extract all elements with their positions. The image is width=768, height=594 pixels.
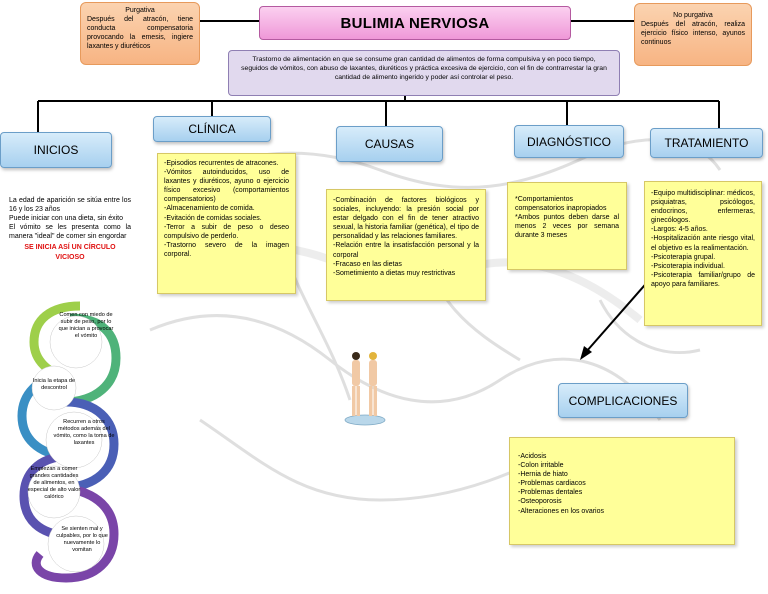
cycle-step-3: Recurren a otros métodos además del vómi… — [53, 419, 115, 446]
cycle-step-4: Empiezan a comer grandes cantidades de a… — [27, 466, 81, 500]
cycle-arc-4 — [63, 397, 119, 493]
cycle-arc-6 — [31, 483, 119, 583]
clinica-header: CLÍNICA — [153, 116, 271, 142]
inicios-header-label: INICIOS — [33, 143, 79, 157]
figures-illustration — [344, 352, 386, 426]
purgativa-text: Después del atracón, tiene conducta comp… — [87, 16, 193, 51]
tratamiento-box: -Equipo multidisciplinar: médicos, psiqu… — [644, 181, 762, 326]
causas-header-label: CAUSAS — [364, 137, 415, 151]
inicios-line-2: Puede iniciar con una dieta, sin éxito — [9, 215, 124, 223]
complicaciones-item: -Osteoporosis — [518, 498, 562, 506]
main-title-box: BULIMIA NERVIOSA — [259, 6, 571, 40]
no-purgativa-box: No purgativa Después del atracón, realiz… — [634, 3, 752, 66]
tratamiento-item: -Largos: 4-5 años. — [651, 226, 708, 234]
causas-item: -Combinación de factores biológicos y so… — [333, 197, 479, 241]
complicaciones-item: -Acidosis — [518, 453, 547, 460]
diagnostico-box: *Comportamientos compensatorios inapropi… — [507, 182, 627, 270]
tratamiento-item: -Psicoterapia grupal. — [651, 253, 716, 261]
arrow-head — [580, 346, 592, 360]
diagnostico-item: *Ambos puntos deben darse al menos 2 vec… — [515, 214, 619, 240]
purgativa-box: Purgativa Después del atracón, tiene con… — [80, 2, 200, 65]
diagnostico-item: *Comportamientos compensatorios inapropi… — [515, 196, 607, 213]
clinica-header-label: CLÍNICA — [188, 122, 236, 136]
complicaciones-item: -Problemas cardiacos — [518, 480, 586, 488]
complicaciones-item: -Hernia de hiato — [518, 471, 568, 479]
clinica-item: -Evitación de comidas sociales. — [164, 214, 262, 222]
cycle-step-1: Comen con miedo de subir de peso, por lo… — [58, 312, 114, 339]
causas-item: -Sometimiento a dietas muy restrictivas — [333, 269, 456, 277]
causas-box: -Combinación de factores biológicos y so… — [326, 189, 486, 301]
diagnostico-header-label: DIAGNÓSTICO — [526, 134, 611, 149]
cycle-arc-2 — [63, 313, 121, 407]
no-purgativa-title: No purgativa — [673, 12, 713, 19]
page-title: BULIMIA NERVIOSA — [340, 14, 490, 32]
complicaciones-header: COMPLICACIONES — [558, 383, 688, 418]
cycle-diagram — [17, 301, 121, 583]
clinica-item: -Terror a subir de peso o deseo compulsi… — [164, 223, 289, 240]
complicaciones-item: -Colon irritable — [518, 462, 564, 470]
tratamiento-header-label: TRATAMIENTO — [664, 136, 749, 150]
cycle-arc-5 — [19, 451, 69, 541]
tratamiento-item: -Hospitalización ante riesgo vital, el o… — [651, 235, 755, 252]
inicios-content: La edad de aparición se sitúa entre los … — [9, 196, 131, 262]
complicaciones-header-label: COMPLICACIONES — [568, 393, 678, 408]
definition-box: Trastorno de alimentación en que se cons… — [228, 50, 620, 96]
inicios-line-1: La edad de aparición se sitúa entre los … — [9, 197, 131, 214]
complicaciones-box: -Acidosis -Colon irritable -Hernia de hi… — [509, 437, 735, 545]
clinica-item: -Almacenamiento de comida. — [164, 205, 255, 213]
tratamiento-item: -Psicoterapia familiar/grupo de apoyo pa… — [651, 271, 755, 288]
inicios-header: INICIOS — [0, 132, 112, 168]
definition-text: Trastorno de alimentación en que se cons… — [241, 56, 607, 81]
complicaciones-item: -Problemas dentales — [518, 489, 583, 497]
clinica-item: -Trastorno severo de la imagen corporal. — [164, 241, 289, 258]
cycle-step-2: Inicia la etapa de descontrol — [32, 378, 76, 391]
inicios-highlight: SE INICIA ASÍ UN CÍRCULO VICIOSO — [24, 244, 116, 261]
clinica-item: -Vómitos autoinducidos, uso de laxantes … — [164, 169, 289, 204]
diagnostico-header: DIAGNÓSTICO — [514, 125, 624, 158]
inicios-line-3: El vómito se les presenta como la manera… — [9, 224, 131, 241]
causas-item: -Relación entre la insatisfacción person… — [333, 242, 479, 259]
tratamiento-header: TRATAMIENTO — [650, 128, 763, 158]
complicaciones-item: -Alteraciones en los ovarios — [518, 507, 604, 515]
cycle-step-5: Se sienten mal y culpables, por lo que n… — [56, 526, 108, 553]
causas-item: -Fracaso en las dietas — [333, 260, 402, 268]
purgativa-title: Purgativa — [125, 7, 155, 14]
causas-header: CAUSAS — [336, 126, 443, 162]
tratamiento-item: -Psicoterapia individual. — [651, 262, 725, 270]
clinica-item: -Episodios recurrentes de atracones. — [164, 160, 279, 167]
tratamiento-item: -Equipo multidisciplinar: médicos, psiqu… — [651, 190, 755, 225]
clinica-box: -Episodios recurrentes de atracones. -Vó… — [157, 153, 296, 294]
no-purgativa-text: Después del atracón, realiza ejercicio f… — [641, 21, 745, 47]
